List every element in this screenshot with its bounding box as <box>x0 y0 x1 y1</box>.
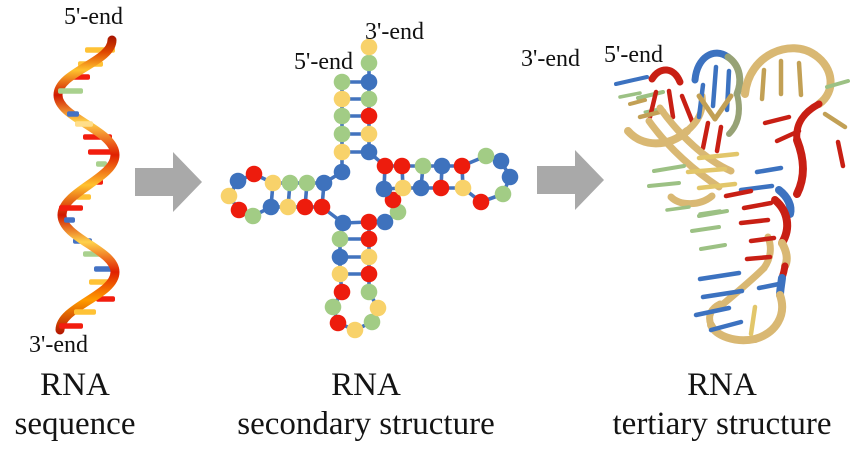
nucleotide-circle <box>384 191 402 209</box>
nucleotide-circle <box>331 248 349 266</box>
nucleotide-circle <box>360 143 378 161</box>
caption-rna-secondary: RNA secondary structure <box>216 366 516 444</box>
nucleotide-circle <box>393 157 411 175</box>
nucleotide-circle <box>494 185 512 203</box>
nucleotide-circle <box>433 157 451 175</box>
nucleotide-circle <box>329 314 347 332</box>
nucleotide-circle <box>360 248 378 266</box>
nucleotide-circle <box>363 313 381 331</box>
seq-3end-label: 3'-end <box>29 332 88 358</box>
nucleotide-circle <box>296 198 314 216</box>
base-bar <box>59 205 83 211</box>
caption-line2: secondary structure <box>237 406 495 442</box>
nucleotide-circle <box>245 165 263 183</box>
nucleotide-circle <box>394 179 412 197</box>
ter-3end-label: 3'-end <box>521 46 580 72</box>
nucleotide-circle <box>375 180 393 198</box>
base-bars-front <box>58 88 96 329</box>
base-bar <box>75 121 93 127</box>
nucleotide-circle <box>333 125 351 143</box>
nucleotide-circle <box>264 174 282 192</box>
nucleotide-circle <box>360 265 378 283</box>
tertiary-bottom-helix <box>690 136 807 345</box>
nucleotide-circle <box>333 90 351 108</box>
nucleotide-circle <box>281 174 299 192</box>
nucleotide-circle <box>279 198 297 216</box>
nucleotide-circle <box>334 214 352 232</box>
nucleotide-circle <box>230 201 248 219</box>
nucleotide-circle <box>229 172 247 190</box>
nucleotide-circle <box>333 163 351 181</box>
nucleotide-circle <box>333 143 351 161</box>
nucleotide-circle <box>454 179 472 197</box>
nucleotide-circle <box>360 125 378 143</box>
nucleotide-circle <box>331 230 349 248</box>
nucleotide-circle <box>501 168 519 186</box>
nucleotide-circle <box>346 321 364 339</box>
caption-rna-sequence: RNA sequence <box>0 366 150 444</box>
nucleotide-circle <box>324 298 342 316</box>
nucleotide-circle <box>331 265 349 283</box>
nucleotide-circle <box>315 174 333 192</box>
base-bar <box>58 88 83 94</box>
nucleotide-circle <box>412 179 430 197</box>
nucleotide-circle <box>360 38 378 56</box>
nucleotide-circle <box>432 179 450 197</box>
nucleotide-circle <box>360 107 378 125</box>
base-bar <box>96 296 115 302</box>
nucleotide-circle <box>360 54 378 72</box>
arrow-icon <box>135 152 202 212</box>
nucleotide-circle <box>477 147 495 165</box>
nucleotide-circle <box>360 213 378 231</box>
sec-5end-label: 5'-end <box>294 49 353 75</box>
base-bar <box>64 217 75 223</box>
nucleotide-circle <box>376 157 394 175</box>
nucleotide-circle <box>298 174 316 192</box>
nucleotide-circle <box>333 73 351 91</box>
caption-line1: RNA <box>687 367 757 403</box>
nucleotide-circle <box>313 198 331 216</box>
nucleotide-circles <box>220 38 519 339</box>
nucleotide-circle <box>360 283 378 301</box>
sec-3end-label: 3'-end <box>365 19 424 45</box>
tertiary-middle <box>645 91 784 216</box>
nucleotide-circle <box>453 157 471 175</box>
nucleotide-circle <box>333 107 351 125</box>
nucleotide-circle <box>262 198 280 216</box>
nucleotide-circle <box>492 152 510 170</box>
base-bar <box>59 323 83 329</box>
ter-5end-label: 5'-end <box>604 42 663 68</box>
nucleotide-circle <box>360 90 378 108</box>
base-bar <box>74 309 96 315</box>
nucleotide-circle <box>333 283 351 301</box>
caption-line2: tertiary structure <box>612 406 832 442</box>
base-bar <box>67 111 79 117</box>
caption-line1: RNA <box>40 367 110 403</box>
base-bar <box>89 279 109 285</box>
nucleotide-circle <box>360 230 378 248</box>
base-bar <box>88 149 116 155</box>
nucleotide-circle <box>369 299 387 317</box>
caption-line1: RNA <box>331 367 401 403</box>
nucleotide-circle <box>360 73 378 91</box>
nucleotide-circle <box>414 157 432 175</box>
caption-rna-tertiary: RNA tertiary structure <box>572 366 850 444</box>
nucleotide-circle <box>376 213 394 231</box>
arrow-icon <box>537 150 604 210</box>
base-bar <box>96 161 107 167</box>
seq-5end-label: 5'-end <box>64 4 123 30</box>
caption-line2: sequence <box>14 406 136 442</box>
nucleotide-circle <box>244 207 262 225</box>
nucleotide-circle <box>220 187 238 205</box>
nucleotide-circle <box>472 193 490 211</box>
